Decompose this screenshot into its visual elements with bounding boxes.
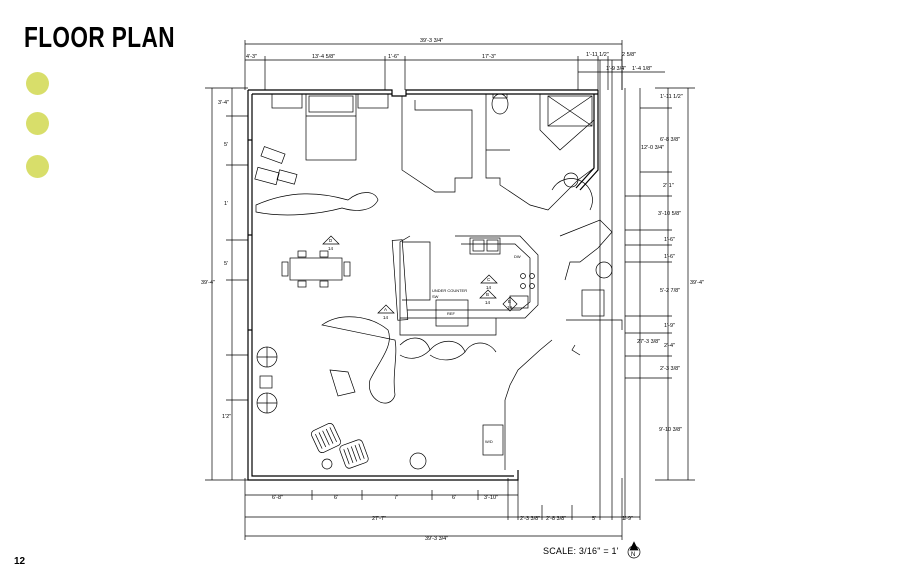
- section-tags: [322, 235, 518, 314]
- kitchen: [391, 235, 539, 361]
- dim-bottom-b6: 27'-7": [372, 516, 386, 522]
- dim-top-seg6: 2 5/8": [622, 52, 636, 58]
- dim-top-seg4: 17'-3": [482, 54, 496, 60]
- tag-a: A: [384, 307, 387, 312]
- bullet-dot: [26, 112, 49, 135]
- dim-bottom-b8: 2'-8 3/8": [546, 516, 566, 522]
- tag-labels: D 14 C 14 B 14 A 14 E 14 UNDER COUNTER S…: [328, 238, 521, 444]
- dim-right-r11: 2'-4": [664, 343, 675, 349]
- dim-right-r12: 2'-3 3/8": [660, 366, 680, 372]
- page-title: FLOOR PLAN: [24, 22, 175, 54]
- dim-right-r7: 1'-6": [664, 254, 675, 260]
- interior-walls: [401, 93, 595, 211]
- bedroom: [254, 93, 389, 216]
- dim-top-seg7: 1'-9 3/4": [606, 66, 626, 72]
- dim-bottom-b9: 5': [592, 516, 596, 522]
- dim-bottom-b4: 6': [452, 495, 456, 501]
- dim-right-r1: 1'-11 1/2": [660, 94, 683, 100]
- dim-bottom-b10: 1'-9": [622, 516, 633, 522]
- living-room: [256, 316, 504, 470]
- dim-top-seg5: 1'-11 1/2": [586, 52, 609, 58]
- dim-top-seg3: 1'-6": [388, 54, 399, 60]
- dim-right-r5: 3'-10 5/8": [658, 211, 681, 217]
- dim-left-a: 3'-4": [218, 100, 229, 106]
- laundry-closet: [504, 219, 623, 470]
- tag-e: E: [508, 299, 511, 304]
- bullet-dot: [26, 72, 49, 95]
- dim-right-overall: 39'-4": [690, 280, 704, 286]
- tag-c-num: 14: [486, 285, 492, 290]
- dim-right-r13: 9'-10 3/8": [659, 427, 682, 433]
- under-counter-label-2: SW: [432, 294, 439, 299]
- scale-label: SCALE: 3/16" = 1': [543, 546, 619, 556]
- tag-b-num: 14: [485, 300, 491, 305]
- under-counter-label: UNDER COUNTER: [432, 288, 467, 293]
- dw-label: DW: [514, 254, 521, 259]
- dim-left-overall: 39'-4": [201, 280, 215, 286]
- dim-left-e: 1'2": [222, 414, 231, 420]
- dim-bottom-b7: 2'-3 3/8": [520, 516, 540, 522]
- dim-right-r9: 1'-9": [664, 323, 675, 329]
- dim-bottom-b5: 3'-10": [484, 495, 498, 501]
- tag-a-num: 14: [383, 315, 389, 320]
- dim-top-overall: 39'-3 3/4": [420, 38, 443, 44]
- dining-set: [281, 250, 351, 288]
- dim-top-seg2: 13'-4 5/8": [312, 54, 335, 60]
- top-dimensions: 39'-3 3/4" 4'-3" 13'-4 5/8" 1'-6" 17'-3"…: [244, 38, 665, 90]
- north-arrow: N: [627, 541, 641, 559]
- page-number: 12: [14, 556, 26, 567]
- ref-label: REF: [447, 311, 456, 316]
- dim-bottom-b3: 7': [394, 495, 398, 501]
- tag-c: C: [487, 277, 491, 282]
- dim-bottom-overall: 39'-3 3/4": [425, 536, 448, 542]
- bottom-dimensions: 6'-8" 6' 7' 6' 3'-10" 27'-7" 2'-3 3/8" 2…: [244, 478, 640, 542]
- dim-bottom-b1: 6'-8": [272, 495, 283, 501]
- dim-right-r6: 1'-6": [664, 237, 675, 243]
- dim-left-d: 5': [224, 261, 228, 267]
- dim-right-r10: 27'-3 3/8": [637, 339, 660, 345]
- dim-left-b: 5': [224, 142, 228, 148]
- dim-top-seg8: 1'-4 1/8": [632, 66, 652, 72]
- right-dimensions: 39'-4" 1'-11 1/2" 6'-8 3/8" 12'-0 3/4" 2…: [599, 60, 704, 520]
- wd-label: W/D: [485, 439, 493, 444]
- tag-b: B: [486, 292, 489, 297]
- dim-right-r3: 12'-0 3/4": [641, 145, 664, 151]
- tag-d: D: [329, 238, 333, 243]
- exterior-walls: [247, 89, 599, 481]
- left-dimensions: 39'-4" 3'-4" 5' 1' 5' 1'2": [201, 87, 248, 481]
- dim-right-r4: 2' 1": [663, 183, 674, 189]
- tag-d-num: 14: [328, 246, 334, 251]
- dim-left-c: 1': [224, 201, 228, 207]
- bullet-dot: [26, 155, 49, 178]
- north-label: N: [631, 552, 635, 558]
- dim-right-r2: 6'-8 3/8": [660, 137, 680, 143]
- dim-top-seg1: 4'-3": [246, 54, 257, 60]
- dim-bottom-b2: 6': [334, 495, 338, 501]
- dim-right-r8: 5'-2 7/8": [660, 288, 680, 294]
- tag-e-num: 14: [507, 305, 513, 310]
